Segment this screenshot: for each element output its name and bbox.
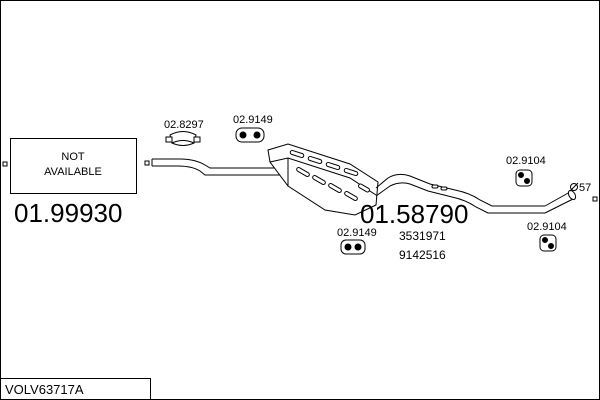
clamp-icon [165,131,201,146]
rubber-mount-right-top-part-number: 02.9104 [506,155,546,167]
rubber-mount-right-bottom-icon [539,234,557,252]
footer-code: VOLV63717A [5,382,84,397]
rubber-mount-bottom-icon [340,239,366,255]
oe-number-2: 9142516 [399,248,446,262]
tailpipe-diameter: 57 [579,182,591,194]
diameter-icon [569,182,579,192]
oe-number-1: 3531971 [399,229,446,243]
not-available-line-1: NOT [61,151,85,163]
rubber-mount-bottom-part-number: 02.9149 [337,227,377,239]
tailpipe [544,189,577,214]
silencer [267,143,379,216]
not-available-line-2: AVAILABLE [44,166,102,178]
rear-pipe [375,173,545,214]
left-connector-marker [2,161,8,167]
right-connector-marker [592,196,598,202]
rubber-mount-top-part-number: 02.9149 [233,114,273,126]
silencer-number: 01.58790 [360,199,468,229]
clamp-part-number: 02.8297 [164,119,204,131]
mid-connector-marker [144,160,150,166]
rubber-mount-top-icon [235,127,265,143]
front-pipe-number: 01.99930 [14,198,122,228]
rubber-mount-right-bottom-part-number: 02.9104 [527,221,567,233]
not-available-box [10,138,137,194]
rubber-mount-right-top-icon [515,169,533,187]
